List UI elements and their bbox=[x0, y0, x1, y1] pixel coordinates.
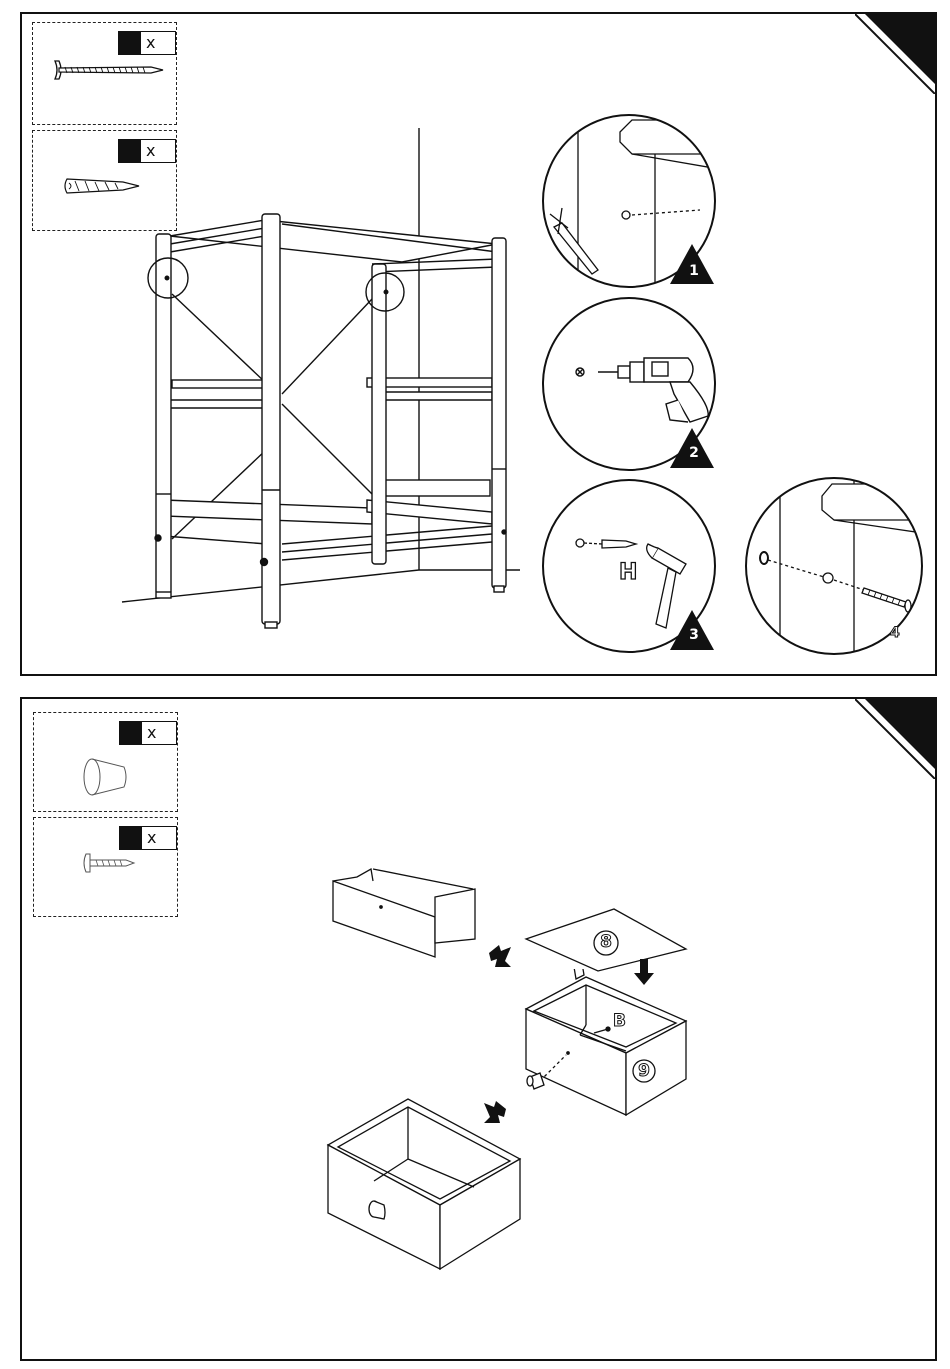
part-box-short-screw: x bbox=[33, 817, 178, 917]
drawer-body-illustration bbox=[516, 969, 696, 1119]
substep-number-3: 3 bbox=[687, 627, 701, 643]
knob-icon bbox=[80, 755, 134, 801]
hardware-label-b: B bbox=[613, 1011, 626, 1031]
substep-number-1: 1 bbox=[687, 263, 701, 279]
short-screw-icon bbox=[80, 850, 136, 876]
step-corner-tab bbox=[855, 699, 935, 779]
frame-assembly-illustration bbox=[22, 14, 542, 676]
drawer-front-illustration bbox=[327, 861, 487, 961]
substep-number-2: 2 bbox=[687, 445, 701, 461]
substep-screw-illustration bbox=[744, 474, 929, 659]
step-panel-wall-anchor: x x bbox=[20, 12, 937, 676]
substep-number-4: 4 bbox=[890, 625, 900, 641]
step-corner-tab bbox=[855, 14, 935, 94]
step-panel-drawer-assembly: x x 8 bbox=[20, 697, 937, 1361]
quantity-blank bbox=[120, 827, 142, 849]
quantity-symbol: x bbox=[142, 722, 176, 744]
panel-label-9: 9 bbox=[637, 1061, 651, 1081]
quantity-tag: x bbox=[119, 826, 177, 850]
arrow-down-right-icon bbox=[485, 941, 515, 971]
quantity-tag: x bbox=[119, 721, 177, 745]
part-letter-h: H bbox=[619, 562, 637, 584]
part-box-knob: x bbox=[33, 712, 178, 812]
quantity-symbol: x bbox=[142, 827, 176, 849]
quantity-blank bbox=[120, 722, 142, 744]
finished-drawer-illustration bbox=[324, 1095, 524, 1275]
panel-label-8: 8 bbox=[598, 932, 614, 952]
